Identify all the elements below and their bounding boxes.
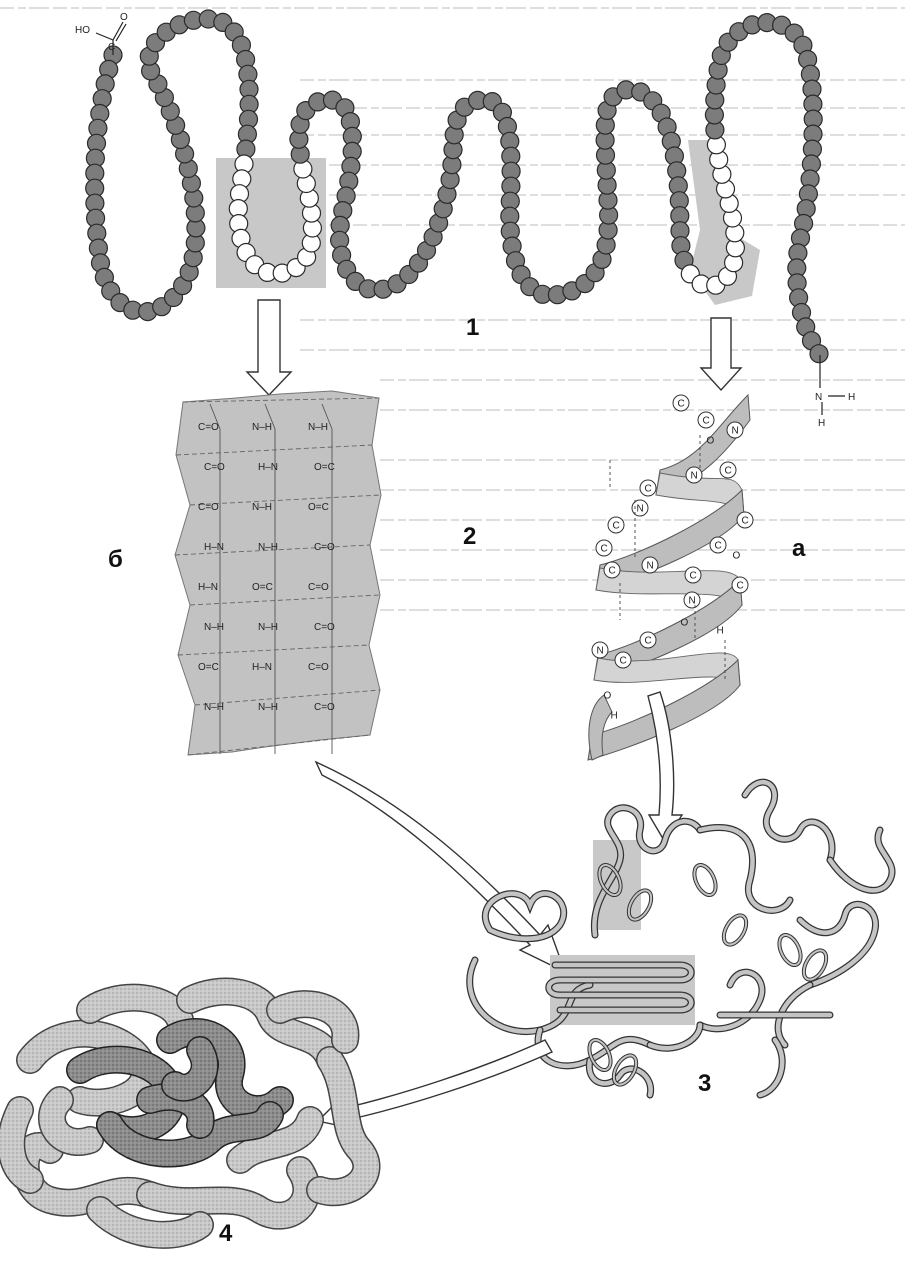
helix-atom-label: O bbox=[733, 551, 741, 562]
helix-atom-label: C bbox=[742, 516, 749, 527]
amino-hydrogen-1: H bbox=[848, 392, 855, 403]
helix-atom-label: C bbox=[609, 566, 616, 577]
helix-atom-label: C bbox=[645, 484, 652, 495]
helix-atom-label: O bbox=[604, 691, 612, 702]
helix-atom-label: C bbox=[725, 466, 732, 477]
helix-atom-label: O bbox=[707, 436, 715, 447]
quaternary-structure bbox=[11, 992, 366, 1235]
sheet-bond-label: N–H bbox=[308, 422, 328, 433]
sheet-bond-label: N–H bbox=[258, 622, 278, 633]
label-tertiary-structure: 3 bbox=[698, 1072, 711, 1096]
sheet-bond-label: C=O bbox=[308, 662, 329, 673]
helix-atom-label: C bbox=[690, 571, 697, 582]
sheet-bond-label: N–H bbox=[252, 422, 272, 433]
helix-atom-label: C bbox=[613, 521, 620, 532]
arrow-primary-to-helix bbox=[701, 318, 741, 390]
sheet-bond-label: H–N bbox=[252, 662, 272, 673]
carboxyl-carbon: C bbox=[108, 42, 115, 53]
helix-atom-label: C bbox=[620, 656, 627, 667]
helix-atom-label: C bbox=[737, 581, 744, 592]
label-secondary-structure: 2 bbox=[463, 525, 476, 549]
amino-terminus: N H H bbox=[815, 355, 855, 429]
sheet-bond-label: H–N bbox=[204, 542, 224, 553]
label-alpha-helix: а bbox=[792, 537, 805, 561]
helix-atom-label: N bbox=[691, 471, 698, 482]
sheet-bond-label: O=C bbox=[198, 662, 219, 673]
carboxyl-hydroxyl: HO bbox=[75, 25, 90, 36]
amino-hydrogen-2: H bbox=[818, 418, 825, 429]
label-beta-sheet: б bbox=[108, 548, 123, 572]
sheet-bond-label: C=O bbox=[198, 422, 219, 433]
tertiary-ribbon-fill bbox=[700, 972, 762, 1029]
tertiary-ribbon-fill bbox=[830, 830, 892, 890]
helix-atom-label: N bbox=[597, 646, 604, 657]
label-quaternary-structure: 4 bbox=[219, 1222, 232, 1246]
amino-acid-residue bbox=[810, 345, 828, 363]
globule-tube-dark bbox=[175, 1050, 205, 1088]
arrow-primary-to-sheet bbox=[247, 300, 291, 395]
beta-pleated-sheet: C=O N–H N–H C=O H–N O=C C=O N–H O=C H–N N–H C=O H–N O… bbox=[175, 391, 381, 755]
sheet-bond-label: C=O bbox=[314, 622, 335, 633]
amino-nitrogen: N bbox=[815, 392, 822, 403]
sheet-bond-label: N–H bbox=[204, 622, 224, 633]
label-primary-structure: 1 bbox=[466, 316, 479, 340]
helix-atom-label: H bbox=[717, 626, 724, 637]
sheet-bond-label: O=C bbox=[308, 502, 329, 513]
helix-atom-label: N bbox=[647, 561, 654, 572]
helix-atom-label: N bbox=[637, 504, 644, 515]
helix-atom-label: C bbox=[703, 416, 710, 427]
helix-atom-label: H bbox=[611, 711, 618, 722]
sheet-bond-label: H–N bbox=[198, 582, 218, 593]
tertiary-ribbon-outline bbox=[745, 782, 832, 860]
sheet-bond-label: C=O bbox=[198, 502, 219, 513]
tertiary-ribbon-fill bbox=[800, 904, 876, 985]
sheet-bond-label: C=O bbox=[314, 542, 335, 553]
sheet-bond-label: H–N bbox=[258, 462, 278, 473]
helix-atom-label: C bbox=[601, 544, 608, 555]
sheet-bond-label: N–H bbox=[252, 502, 272, 513]
globule-tube-light bbox=[150, 1170, 306, 1216]
sheet-bond-label: N–H bbox=[258, 702, 278, 713]
sheet-bond-label: O=C bbox=[252, 582, 273, 593]
helix-atom-label: O bbox=[681, 618, 689, 629]
helix-atom-label: N bbox=[689, 596, 696, 607]
sheet-body bbox=[175, 391, 381, 755]
helix-atom-label: C bbox=[645, 636, 652, 647]
sheet-bond-label: C=O bbox=[308, 582, 329, 593]
sheet-bond-label: N–H bbox=[258, 542, 278, 553]
sheet-bond-label: O=C bbox=[314, 462, 335, 473]
helix-atom-label: N bbox=[732, 426, 739, 437]
tertiary-ribbon-outline bbox=[830, 830, 892, 890]
sheet-bond-label: C=O bbox=[314, 702, 335, 713]
sheet-bond-label: N–H bbox=[204, 702, 224, 713]
helix-atom-label: C bbox=[715, 541, 722, 552]
helix-atom-label: C bbox=[678, 399, 685, 410]
primary-structure: O HO C N H H bbox=[75, 10, 855, 429]
sheet-bond-label: C=O bbox=[204, 462, 225, 473]
globule-tube-light bbox=[90, 998, 180, 1020]
amino-acid-chain bbox=[86, 10, 828, 363]
globule-tube-light bbox=[320, 1060, 366, 1192]
carboxyl-oxygen: O bbox=[120, 12, 128, 23]
